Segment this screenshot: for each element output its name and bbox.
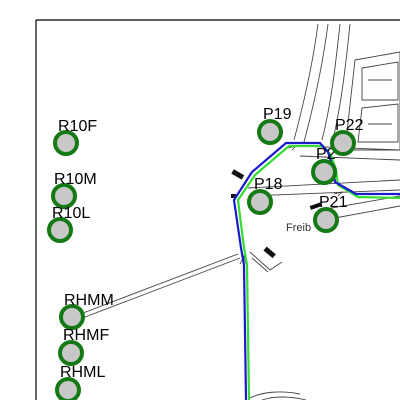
point-P22[interactable]: P22	[330, 117, 364, 156]
point-label-P22: P22	[335, 117, 364, 134]
point-P18[interactable]: P18	[247, 176, 283, 215]
point-label-P18: P18	[254, 176, 283, 193]
point-label-P21: P21	[319, 194, 348, 211]
point-label-P20: P2	[316, 146, 336, 163]
point-label-RHML: RHML	[60, 364, 105, 381]
point-RHMM[interactable]: RHMM	[59, 292, 114, 330]
map-frame	[35, 19, 400, 400]
point-RHML[interactable]: RHML	[55, 364, 105, 400]
point-R10L[interactable]: R10L	[47, 205, 90, 243]
point-label-R10F: R10F	[58, 118, 97, 135]
point-P20[interactable]: P2	[311, 146, 337, 185]
point-P21[interactable]: P21	[313, 194, 348, 233]
place-label: Freib	[286, 222, 311, 234]
street-markers	[231, 169, 323, 259]
point-label-RHMM: RHMM	[64, 292, 114, 309]
building-outlines	[344, 51, 400, 151]
point-label-P19: P19	[263, 106, 292, 123]
route-blue	[232, 141, 400, 400]
point-label-R10L: R10L	[52, 205, 90, 222]
point-label-R10M: R10M	[54, 171, 97, 188]
point-RHMF[interactable]: RHMF	[58, 327, 109, 366]
point-label-RHMF: RHMF	[63, 327, 109, 344]
point-R10M[interactable]: R10M	[51, 171, 97, 209]
point-R10F[interactable]: R10F	[53, 118, 97, 156]
route-green	[236, 144, 400, 400]
point-P19[interactable]: P19	[257, 106, 292, 145]
